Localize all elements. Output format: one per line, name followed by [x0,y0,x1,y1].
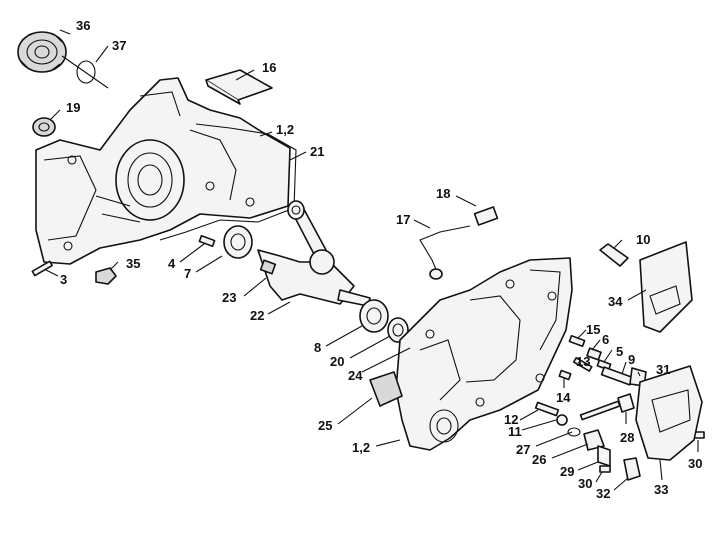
callout-11: 11 [508,424,522,439]
part-35-plug [95,267,117,285]
callout-1-2-lower: 1,2 [352,440,370,455]
callout-15: 15 [586,322,600,337]
callout-10: 10 [636,232,650,247]
callout-27: 27 [516,442,530,457]
callout-labels: 36 37 16 19 1,2 21 18 17 10 4 7 35 3 23 … [60,18,702,501]
part-17-18-oil-line [419,206,499,280]
callout-3: 3 [60,272,67,287]
callout-34: 34 [608,294,623,309]
callout-4: 4 [168,256,176,271]
callout-20: 20 [330,354,344,369]
callout-18: 18 [436,186,450,201]
part-36-oil-pump [17,31,109,89]
callout-17: 17 [396,212,410,227]
part-19-seal [32,117,56,137]
callout-32: 32 [596,486,610,501]
callout-22: 22 [250,308,264,323]
part-34-cover [639,241,693,333]
callout-35: 35 [126,256,140,271]
callout-13: 13 [576,354,590,369]
part-3-screw [31,260,53,277]
callout-37: 37 [112,38,126,53]
callout-23: 23 [222,290,236,305]
callout-9: 9 [628,352,635,367]
callout-1-2-upper: 1,2 [276,122,294,137]
callout-25: 25 [318,418,332,433]
callout-28: 28 [620,430,634,445]
callout-8: 8 [314,340,321,355]
callout-24: 24 [348,368,363,383]
callout-36: 36 [76,18,90,33]
callout-31: 31 [656,362,670,377]
callout-30-right: 30 [688,456,702,471]
part-25-buffer [369,371,403,407]
part-23-connecting-rod [287,200,335,275]
leader-lines [45,29,699,491]
callout-6: 6 [602,332,609,347]
part-4-7-pins [198,234,216,248]
part-10-stud [599,243,629,267]
part-8-bearing [359,299,389,333]
callout-5: 5 [616,344,623,359]
part-37-o-ring [76,60,96,84]
part-33-sprocket-cover [635,365,703,461]
part-bearing-left [223,225,253,259]
callout-26: 26 [532,452,546,467]
callout-29: 29 [560,464,574,479]
part-1-2-crankcase-upper [35,77,291,265]
callout-14: 14 [556,390,571,405]
part-16-plate [205,69,273,105]
callout-33: 33 [654,482,668,497]
callout-21: 21 [310,144,324,159]
callout-16: 16 [262,60,276,75]
callout-30-lower: 30 [578,476,592,491]
small-hardware [534,334,705,481]
part-1-2-crankcase-lower [395,257,573,451]
callout-12: 12 [504,412,518,427]
callout-19: 19 [66,100,80,115]
callout-7: 7 [184,266,191,281]
